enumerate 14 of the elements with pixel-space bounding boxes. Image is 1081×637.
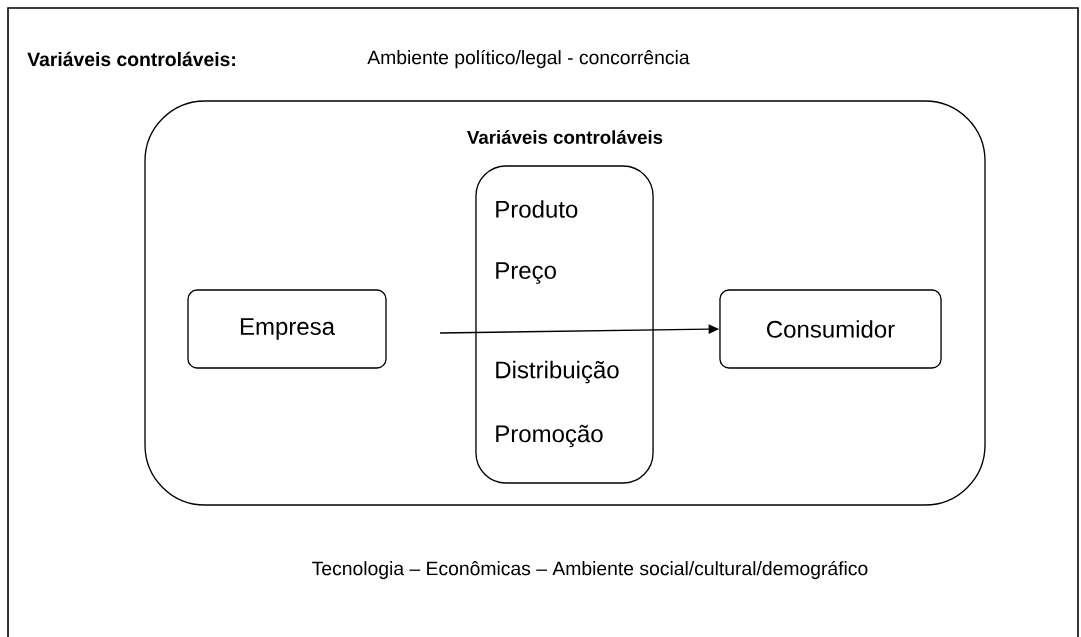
box-label: Empresa: [240, 318, 335, 340]
box-label: Consumidor: [767, 320, 895, 338]
mix-item: Produto: [496, 200, 578, 218]
environment-label: Tecnologia – Econômicas – Ambiente social/cultural/demográfico: [312, 560, 868, 580]
marketing-mix-box: [475, 165, 654, 484]
mix-item: Distribuição: [496, 360, 619, 384]
mix-item: Promoção: [496, 424, 603, 448]
environment-box: [144, 100, 986, 506]
process-box: [719, 289, 942, 369]
environment-label: Ambiente político/legal - concorrência: [367, 49, 690, 69]
process-box: [187, 289, 387, 369]
box-heading: Variáveis controláveis: [467, 130, 663, 144]
mix-item: Preço: [496, 262, 556, 284]
heading-label: Variáveis controláveis:: [27, 51, 235, 67]
